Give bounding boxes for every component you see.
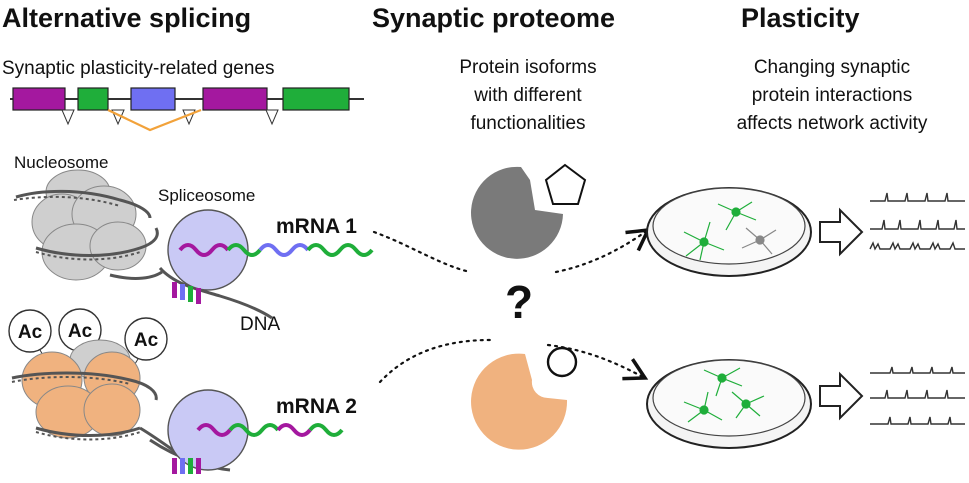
neurons-dish-2 — [683, 367, 765, 423]
splice-site-1 — [61, 109, 75, 126]
splice-site-4 — [265, 109, 279, 126]
exon-1 — [12, 87, 66, 111]
alternative-splice-path — [107, 108, 202, 132]
label-dna: DNA — [240, 314, 280, 335]
mrna2-purple-2 — [276, 423, 312, 437]
heading-alternative-splicing: Alternative splicing — [2, 3, 251, 33]
subtitle-protein-line-1: Protein isoforms — [459, 57, 596, 78]
petri-dish-1 — [646, 187, 812, 277]
nucleosome-orange — [11, 339, 191, 464]
question-mark: ? — [505, 276, 533, 328]
exon-4 — [202, 87, 268, 111]
activity-traces-1 — [869, 192, 965, 251]
label-nucleosome: Nucleosome — [14, 153, 109, 172]
arrow-mrna1-to-question — [372, 230, 472, 274]
label-ac-1: Ac — [18, 322, 43, 343]
pentagon-ligand — [544, 163, 587, 205]
mrna2-green — [228, 423, 280, 437]
spliceosome-1 — [158, 209, 273, 320]
label-mrna-2: mRNA 2 — [276, 395, 357, 418]
mrna2-green-tail — [308, 423, 344, 437]
exon-5 — [282, 87, 350, 111]
protein-isoform-gray — [471, 163, 587, 259]
subtitle-protein-line-2: with different — [473, 85, 582, 106]
neurons-dish-1 — [683, 201, 757, 261]
mrna1-green-tail — [306, 243, 374, 257]
exon-2 — [77, 87, 109, 111]
label-spliceosome: Spliceosome — [158, 186, 255, 205]
mrna1-green — [226, 243, 262, 257]
block-arrow-1 — [819, 207, 864, 257]
label-ac-3: Ac — [134, 330, 159, 351]
subtitle-plasticity-genes: Synaptic plasticity-related genes — [2, 58, 274, 79]
subtitle-plasticity-line-2: protein interactions — [752, 85, 913, 106]
subtitle-plasticity-line-3: affects network activity — [737, 113, 928, 134]
activity-traces-2 — [870, 366, 965, 425]
mrna1-blue — [258, 243, 310, 257]
subtitle-plasticity-line-1: Changing synaptic — [754, 57, 910, 78]
subtitle-protein-line-3: functionalities — [470, 113, 585, 134]
mrna2-purple — [196, 423, 232, 437]
arrow-mrna2-to-question — [378, 338, 492, 384]
mrna1-purple — [178, 243, 230, 257]
exon-3 — [130, 87, 176, 111]
heading-plasticity: Plasticity — [741, 3, 860, 33]
label-ac-2: Ac — [68, 321, 93, 342]
spliceosome-2 — [149, 389, 249, 474]
nucleosome-gray — [13, 169, 163, 281]
label-mrna-1: mRNA 1 — [276, 215, 357, 238]
heading-synaptic-proteome: Synaptic proteome — [372, 3, 615, 33]
protein-isoform-orange — [471, 346, 578, 450]
block-arrow-2 — [819, 371, 864, 421]
acetyl-marks: Ac Ac Ac — [8, 308, 168, 373]
gene-structure — [10, 87, 364, 132]
arrow-to-dish-1 — [554, 227, 651, 274]
petri-dish-2 — [646, 359, 812, 449]
circle-ligand — [546, 346, 578, 378]
